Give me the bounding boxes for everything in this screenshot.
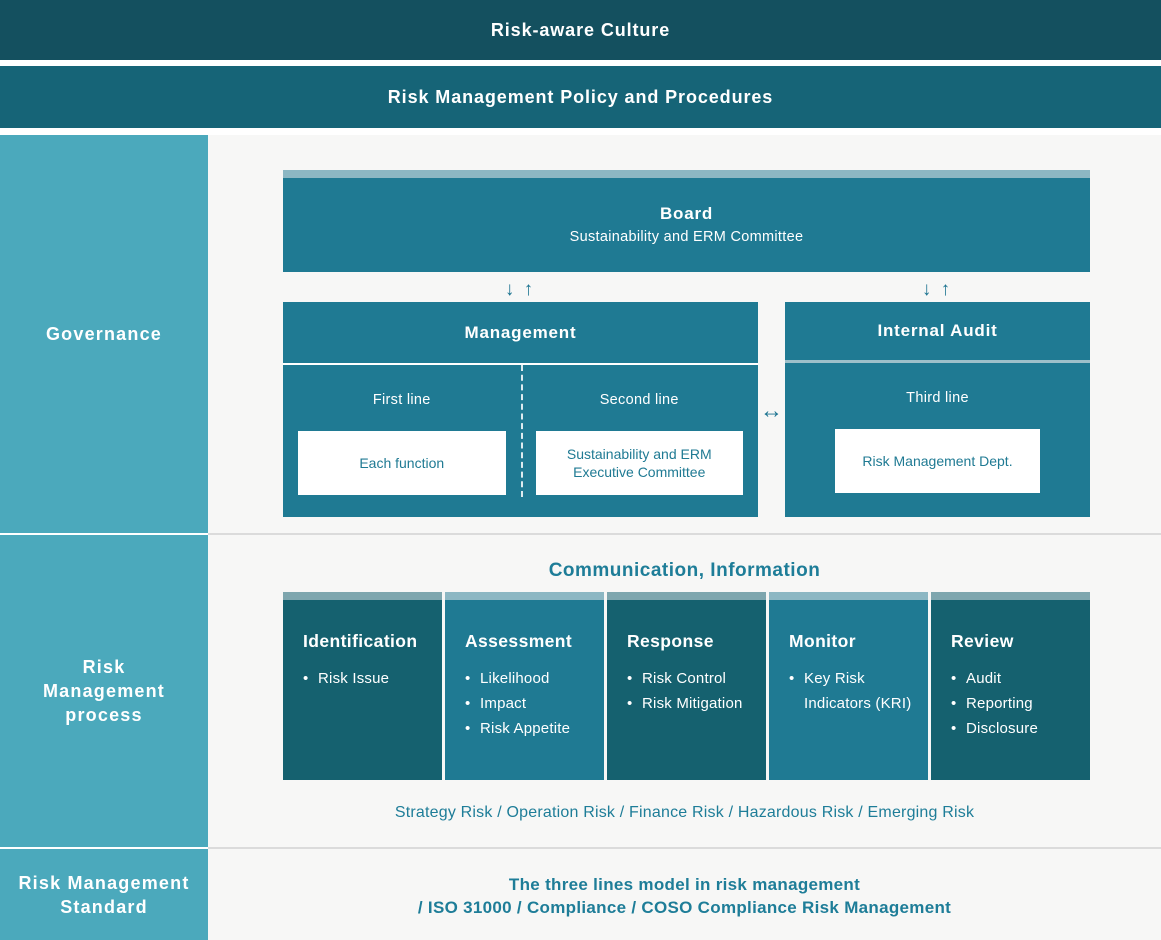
response-items: Risk Control Risk Mitigation [607,666,766,716]
column-accent-strip [607,592,766,600]
board-subtitle: Sustainability and ERM Committee [569,229,804,245]
standard-line-2: / ISO 31000 / Compliance / COSO Complian… [417,897,952,917]
internal-audit-box: Internal Audit Third line Risk Managemen… [785,302,1090,517]
list-item: Risk Control [627,666,758,691]
standard-line-1: The three lines model in risk management [508,875,861,894]
standard-panel [208,849,1161,940]
column-accent-strip [931,592,1090,600]
list-item: Disclosure [951,716,1082,741]
panel-divider [208,533,1161,535]
communication-information-title: Communication, Information [548,560,821,581]
second-line-label: Second line [599,392,679,408]
internal-audit-body: Third line Risk Management Dept. [785,363,1090,517]
list-item: Likelihood [465,666,596,691]
list-item: Audit [951,666,1082,691]
risk-policy-banner: Risk Management Policy and Procedures [0,66,1161,128]
second-line-column: Second line Sustainability and ERM Execu… [521,365,759,517]
column-accent-strip [445,592,604,600]
third-line-label: Third line [906,390,969,406]
erm-executive-committee-box: Sustainability and ERM Executive Committ… [535,431,743,495]
monitor-title: Monitor [789,631,856,651]
review-items: Audit Reporting Disclosure [931,666,1090,741]
left-right-arrow-icon: ↔ [760,397,783,423]
process-column-review: Review Audit Reporting Disclosure [931,592,1090,780]
internal-audit-title: Internal Audit [785,302,1090,363]
identification-items: Risk Issue [283,666,442,691]
management-box: Management First line Each function Seco… [283,302,758,517]
list-item: Risk Issue [303,666,434,691]
risk-management-standard-text: The three lines model in risk management… [208,874,1161,919]
column-accent-strip [283,592,442,600]
first-line-label: First line [372,392,431,408]
banner-culture-label: Risk-aware Culture [490,19,671,40]
sidebar-governance-label: Governance [45,324,163,344]
management-body: First line Each function Second line Sus… [283,365,758,517]
board-title: Board [659,204,714,223]
panel-divider [208,847,1161,849]
sidebar-section-risk-management-standard: Risk Management Standard [0,849,208,940]
assessment-items: Likelihood Impact Risk Appetite [445,666,604,741]
board-accent-strip [283,170,1090,178]
each-function-box: Each function [298,431,506,495]
assessment-title: Assessment [465,631,573,651]
process-columns: Identification Risk Issue Assessment Lik… [283,592,1090,780]
list-item: Risk Appetite [465,716,596,741]
management-title: Management [283,302,758,365]
process-column-assessment: Assessment Likelihood Impact Risk Appeti… [445,592,604,780]
list-item: Reporting [951,691,1082,716]
first-line-column: First line Each function [283,365,521,517]
identification-title: Identification [303,631,418,651]
response-title: Response [627,631,714,651]
list-item: Key Risk Indicators (KRI) [789,666,920,716]
risk-management-dept-box: Risk Management Dept. [835,429,1040,493]
sidebar-section-risk-management-process: Risk Management process [0,535,208,847]
risk-types-line: Strategy Risk / Operation Risk / Finance… [394,804,975,821]
review-title: Review [951,631,1014,651]
monitor-items: Key Risk Indicators (KRI) [769,666,928,716]
process-column-response: Response Risk Control Risk Mitigation [607,592,766,780]
sidebar-standard-label: Risk Management Standard [18,872,190,917]
list-item: Risk Mitigation [627,691,758,716]
board-box: Board Sustainability and ERM Committee [283,178,1090,272]
banner-policy-label: Risk Management Policy and Procedures [387,86,774,107]
sidebar-process-label: Risk Management process [42,657,166,725]
process-column-identification: Identification Risk Issue [283,592,442,780]
sidebar-section-governance: Governance [0,135,208,533]
risk-aware-culture-banner: Risk-aware Culture [0,0,1161,60]
list-item: Impact [465,691,596,716]
down-up-arrows-icon: ↓ ↑ [921,279,953,300]
down-up-arrows-icon: ↓ ↑ [504,279,536,300]
column-accent-strip [769,592,928,600]
dashed-divider [520,365,523,497]
process-column-monitor: Monitor Key Risk Indicators (KRI) [769,592,928,780]
